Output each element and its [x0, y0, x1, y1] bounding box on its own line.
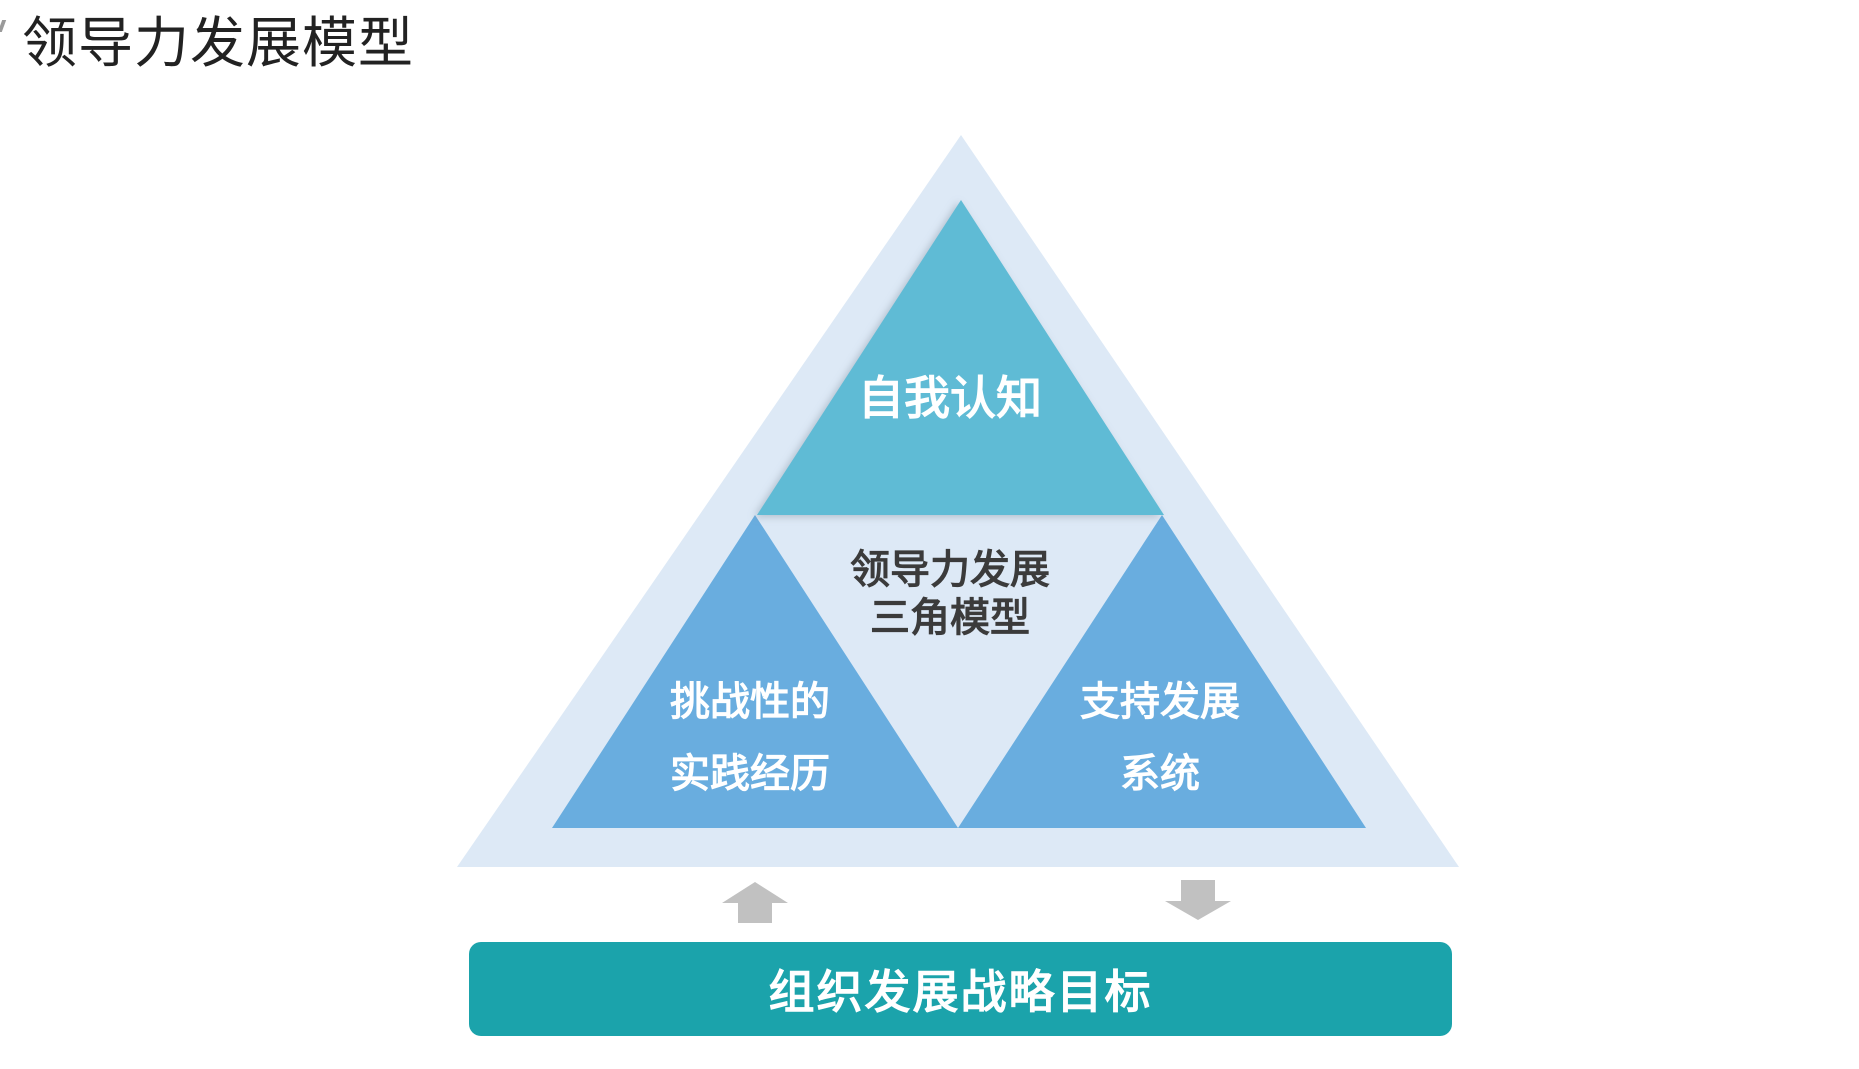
support-system-line1: 支持发展	[1080, 679, 1240, 725]
challenging-experience-line1: 挑战性的	[670, 679, 830, 725]
top-triangle	[757, 200, 1164, 515]
goal-bar: 组织发展战略目标	[469, 942, 1452, 1036]
left-triangle	[552, 515, 958, 828]
model-center-label: 领导力发展 三角模型	[820, 546, 1080, 642]
goal-bar-label: 组织发展战略目标	[768, 965, 1153, 1019]
right-triangle	[958, 515, 1366, 828]
challenging-experience-label: 挑战性的 实践经历	[620, 666, 880, 810]
arrow-up-icon	[722, 882, 788, 923]
model-center-line2: 三角模型	[870, 595, 1030, 641]
challenging-experience-line2: 实践经历	[670, 751, 830, 797]
arrow-down-icon	[1165, 880, 1231, 920]
support-system-label: 支持发展 系统	[1030, 666, 1290, 810]
self-awareness-label: 自我认知	[858, 371, 1042, 425]
model-center-line1: 领导力发展	[850, 547, 1050, 593]
page-title: 领导力发展模型	[22, 11, 415, 75]
support-system-line2: 系统	[1120, 751, 1200, 797]
